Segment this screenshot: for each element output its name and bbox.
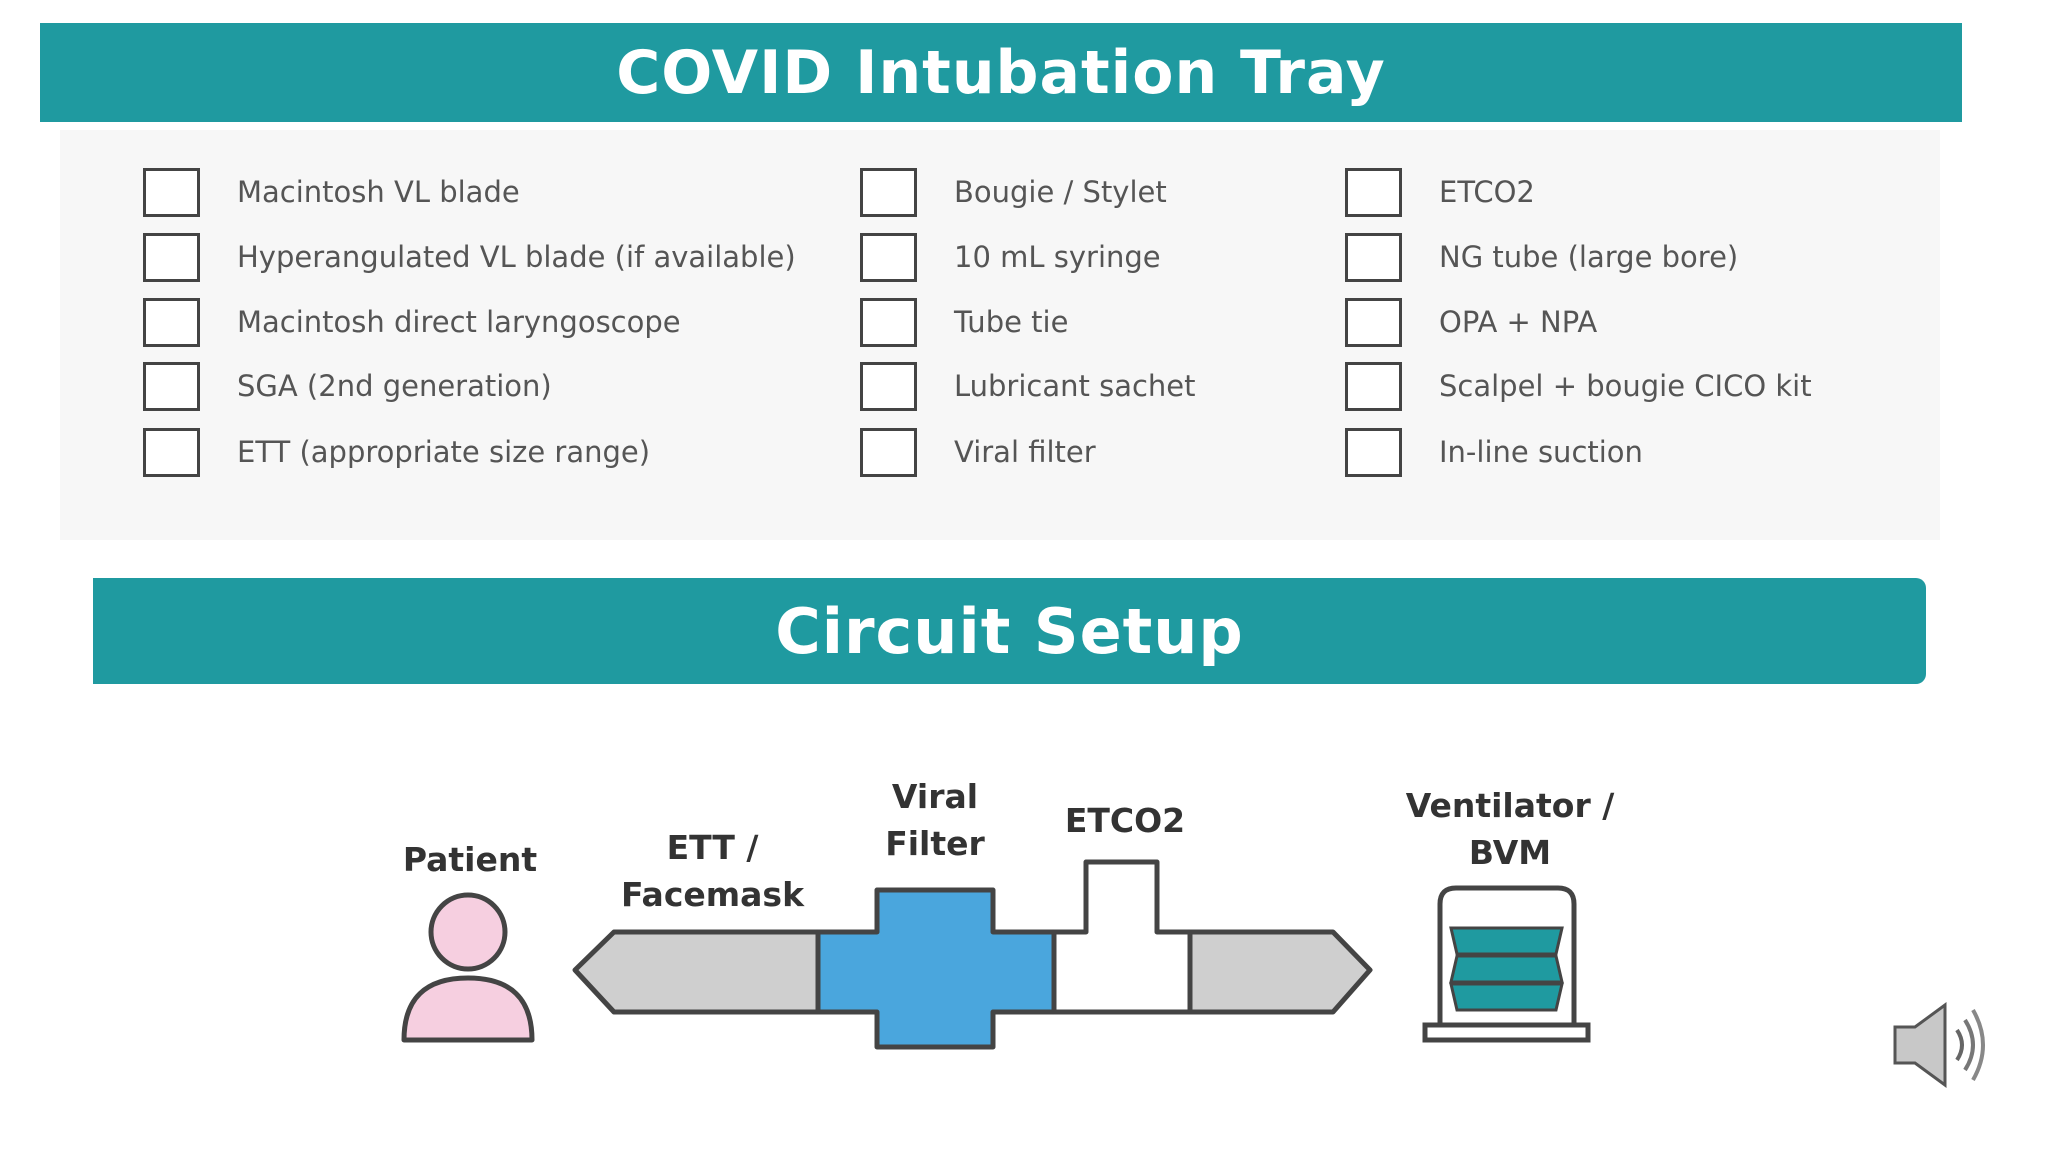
- patient-label: Patient: [402, 840, 538, 879]
- checklist-item: Macintosh direct laryngoscope: [143, 294, 681, 350]
- ventilator-icon: [1422, 885, 1591, 1043]
- checklist-item: In-line suction: [1345, 424, 1643, 480]
- checklist-item: Tube tie: [860, 294, 1068, 350]
- checklist-item-label: NG tube (large bore): [1439, 240, 1739, 274]
- checklist-item: 10 mL syringe: [860, 229, 1161, 285]
- checklist-item-label: SGA (2nd generation): [237, 369, 552, 403]
- checklist-checkbox[interactable]: [860, 232, 917, 282]
- etco2-label: ETCO2: [1064, 801, 1186, 840]
- person-icon: [401, 892, 535, 1043]
- checklist-item: ETCO2: [1345, 164, 1535, 220]
- checklist-checkbox[interactable]: [860, 427, 917, 477]
- checklist-item-label: Viral filter: [954, 435, 1096, 469]
- checklist-item-label: 10 mL syringe: [954, 240, 1161, 274]
- checklist-item: SGA (2nd generation): [143, 358, 552, 414]
- checklist-item: Bougie / Stylet: [860, 164, 1167, 220]
- checklist-item-label: In-line suction: [1439, 435, 1643, 469]
- checklist-item: Lubricant sachet: [860, 358, 1196, 414]
- checklist-checkbox[interactable]: [143, 427, 200, 477]
- checklist-item-label: Tube tie: [954, 305, 1069, 339]
- checklist-item-label: Lubricant sachet: [954, 369, 1196, 403]
- checklist-item-label: Bougie / Stylet: [954, 175, 1167, 209]
- ventilator-bvm-label: Ventilator / BVM: [1405, 786, 1615, 872]
- ett-facemask-label: ETT / Facemask: [620, 828, 805, 914]
- checklist-item-label: OPA + NPA: [1439, 305, 1598, 339]
- checklist-item: Hyperangulated VL blade (if available): [143, 229, 796, 285]
- checklist-item: NG tube (large bore): [1345, 229, 1738, 285]
- checklist-item-label: Hyperangulated VL blade (if available): [237, 240, 796, 274]
- ventilator-tube-segment: [1187, 929, 1373, 1015]
- checklist-item-label: ETT (appropriate size range): [237, 435, 651, 469]
- checklist-item-label: Macintosh direct laryngoscope: [237, 305, 681, 339]
- checklist-item-label: Scalpel + bougie CICO kit: [1439, 369, 1812, 403]
- checklist-checkbox[interactable]: [1345, 427, 1402, 477]
- checklist-item-label: ETCO2: [1439, 175, 1535, 209]
- checklist-item: Scalpel + bougie CICO kit: [1345, 358, 1812, 414]
- checklist-checkbox[interactable]: [1345, 232, 1402, 282]
- checklist-checkbox[interactable]: [143, 297, 200, 347]
- tray-title: COVID Intubation Tray: [616, 37, 1386, 108]
- circuit-title: Circuit Setup: [775, 594, 1244, 668]
- etco2-connector-segment: [1051, 859, 1193, 1015]
- checklist-checkbox[interactable]: [143, 167, 200, 217]
- checklist-checkbox[interactable]: [860, 167, 917, 217]
- checklist-item: ETT (appropriate size range): [143, 424, 650, 480]
- checklist-checkbox[interactable]: [1345, 297, 1402, 347]
- checklist-item-label: Macintosh VL blade: [237, 175, 520, 209]
- checklist-checkbox[interactable]: [143, 232, 200, 282]
- checklist-checkbox[interactable]: [143, 361, 200, 411]
- viral-filter-segment: [815, 887, 1057, 1050]
- checklist-checkbox[interactable]: [1345, 167, 1402, 217]
- ett-tube-segment: [572, 929, 821, 1015]
- checklist-checkbox[interactable]: [860, 361, 917, 411]
- checklist-item: Viral filter: [860, 424, 1096, 480]
- viral-filter-label: Viral Filter: [885, 777, 985, 863]
- circuit-title-banner: Circuit Setup: [93, 578, 1926, 684]
- checklist-item: OPA + NPA: [1345, 294, 1597, 350]
- checklist-checkbox[interactable]: [860, 297, 917, 347]
- checklist-item: Macintosh VL blade: [143, 164, 520, 220]
- speaker-icon[interactable]: [1885, 995, 1995, 1095]
- tray-title-banner: COVID Intubation Tray: [40, 23, 1962, 122]
- checklist-checkbox[interactable]: [1345, 361, 1402, 411]
